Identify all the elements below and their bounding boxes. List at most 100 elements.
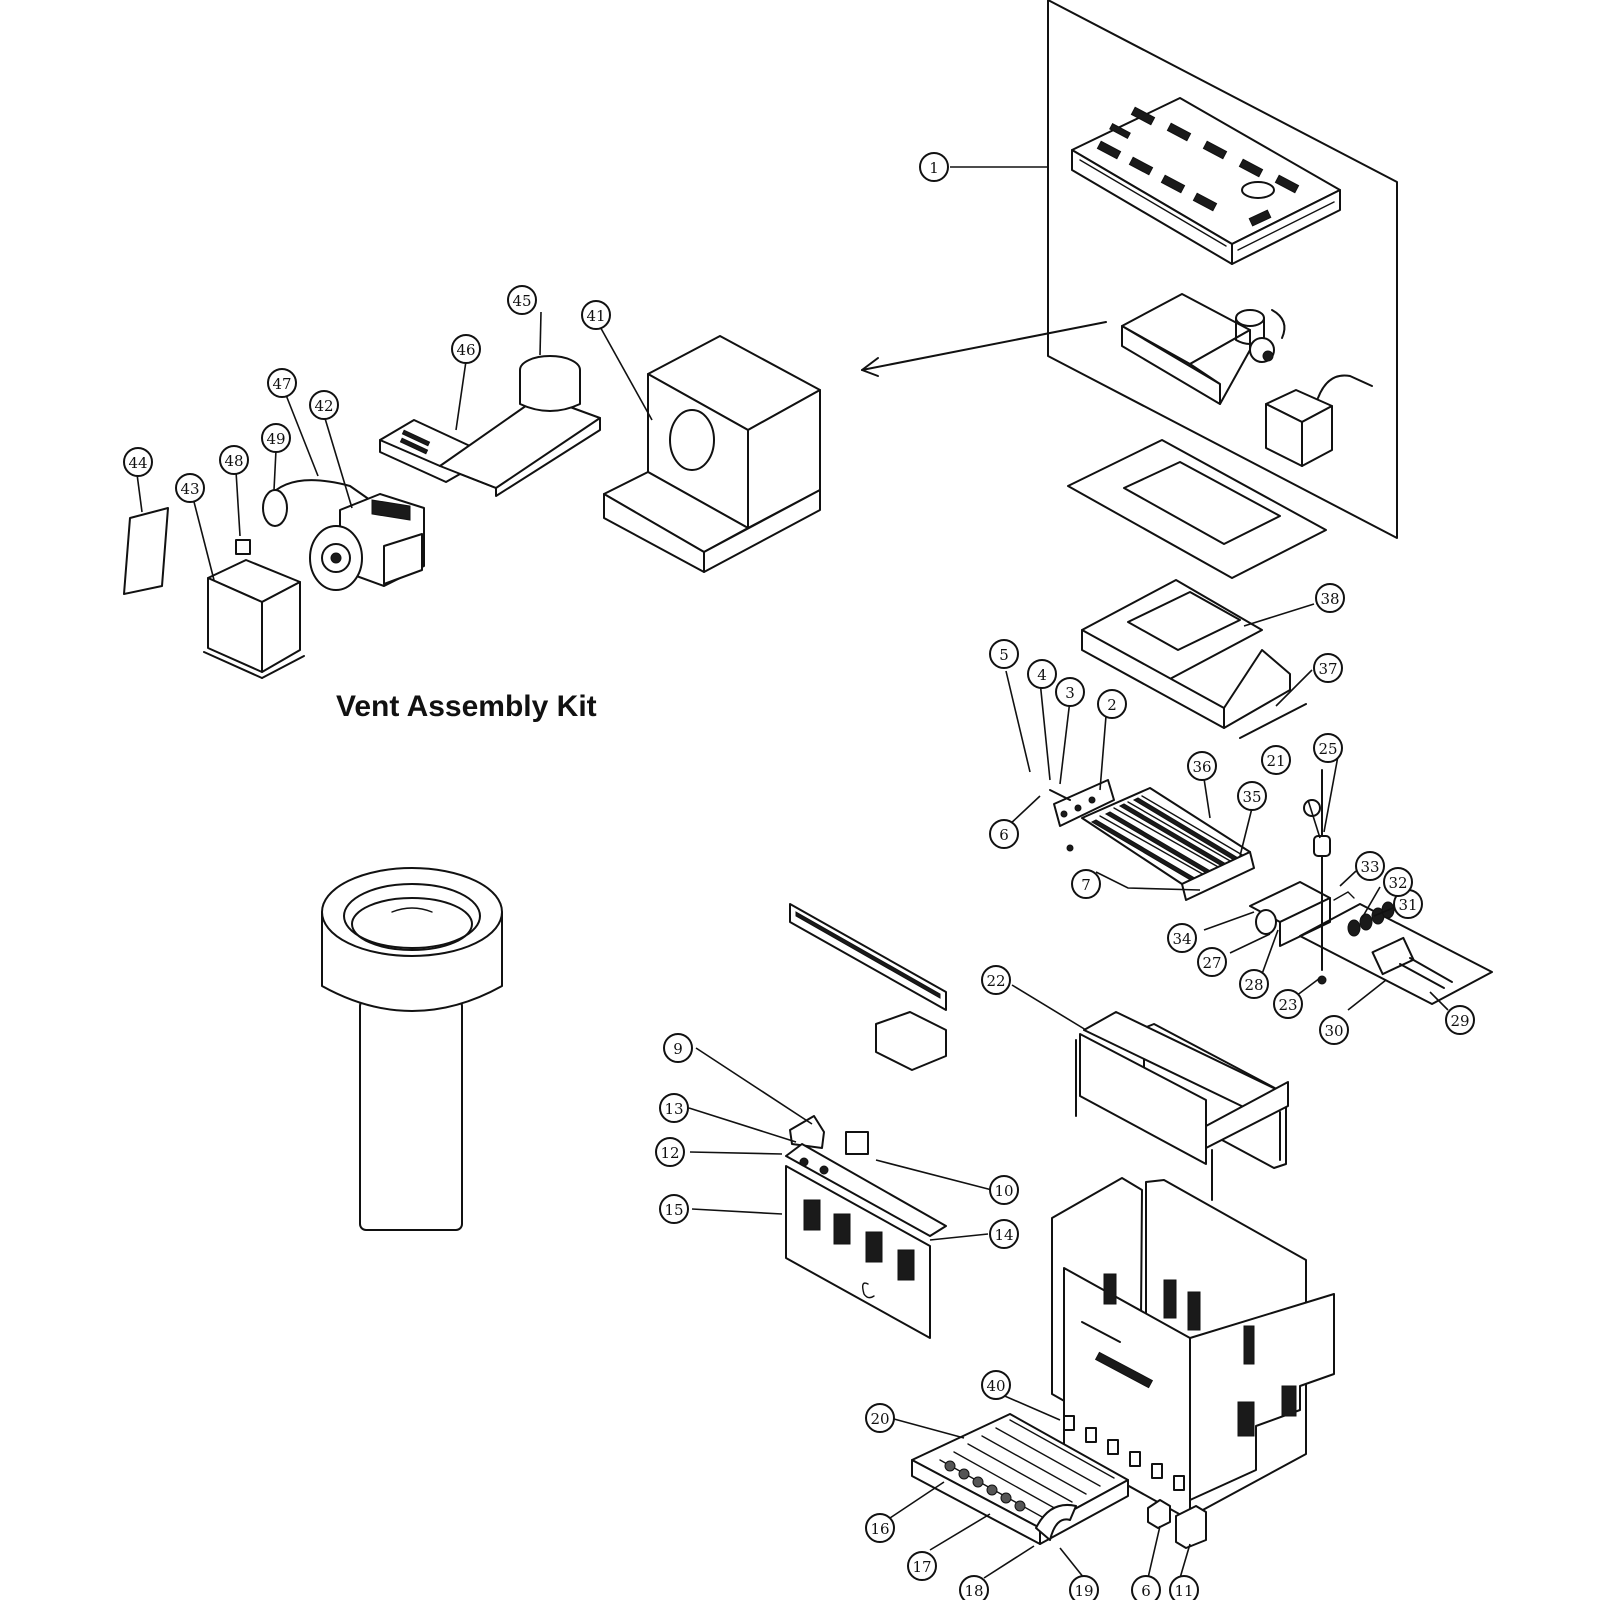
callout-access-cover: 44: [123, 447, 153, 477]
callout-vent-collar: 45: [507, 285, 537, 315]
callout-circle: [659, 1194, 689, 1224]
callout-flange-bolt: 29: [1445, 1005, 1475, 1035]
callout-burner-tube: 20: [865, 1403, 895, 1433]
relay-drawing: [235, 539, 251, 555]
callout-number: 21: [1266, 752, 1285, 770]
callout-circle: [1027, 659, 1057, 689]
callout-circle: [865, 1513, 895, 1543]
callout-circle: [663, 1033, 693, 1063]
callout-vent-hood: 41: [581, 300, 611, 330]
callout-circle: [907, 1551, 937, 1581]
callout-circle: [1315, 583, 1345, 613]
callout-number: 32: [1388, 874, 1407, 892]
callout-circle: [1261, 745, 1291, 775]
callout-top-cover-assembly: 1: [919, 152, 949, 182]
callout-circle: [123, 447, 153, 477]
callout-header-bolt: 7: [1071, 869, 1101, 899]
callout-number: 6: [1141, 1582, 1151, 1600]
callout-circle: [1131, 1575, 1161, 1600]
callout-burner-orifice-bracket: 6: [1131, 1575, 1161, 1600]
callout-vent-box: 43: [175, 473, 205, 503]
callout-manifold-bracket: 2: [1097, 689, 1127, 719]
callout-number: 47: [272, 375, 291, 393]
callout-number: 28: [1244, 976, 1263, 994]
callout-circle: [959, 1575, 989, 1600]
callout-number: 31: [1398, 896, 1417, 914]
callout-circle: [1097, 689, 1127, 719]
callout-number: 23: [1278, 996, 1297, 1014]
callout-circle: [175, 473, 205, 503]
callout-control-panel-trim: 14: [989, 1219, 1019, 1249]
callout-baffle: 37: [1313, 653, 1343, 683]
callout-burner: 17: [907, 1551, 937, 1581]
callout-circle: [219, 445, 249, 475]
callout-number: 6: [999, 826, 1009, 844]
callout-manifold-screw: 5: [989, 639, 1019, 669]
vent-assembly-kit-group: Vent Assembly Kit: [123, 335, 821, 723]
flue-collector-drawing: [1081, 579, 1307, 739]
callout-circle: [989, 1175, 1019, 1205]
callout-bypass-valve: 28: [1239, 969, 1269, 999]
callout-circle: [309, 390, 339, 420]
callout-thermostat-well: 27: [1197, 947, 1227, 977]
callout-number: 45: [512, 292, 531, 310]
callout-circle: [919, 152, 949, 182]
callout-number: 46: [456, 341, 475, 359]
callout-number: 19: [1074, 1582, 1093, 1600]
callout-circle: [1169, 1575, 1199, 1600]
callout-front-access-panel: 15: [659, 1194, 689, 1224]
callout-circle: [655, 1137, 685, 1167]
callout-number: 2: [1107, 696, 1117, 714]
callout-circle: [989, 819, 1019, 849]
callout-flange-gasket: 30: [1319, 1015, 1349, 1045]
callout-number: 49: [266, 430, 285, 448]
callout-number: 18: [964, 1582, 983, 1600]
access-cover-drawing: [123, 507, 169, 595]
callout-switch: 13: [659, 1093, 689, 1123]
vent-hood-drawing: [603, 335, 821, 573]
callout-number: 40: [986, 1377, 1005, 1395]
callout-thermal-cutoff: 21: [1261, 745, 1291, 775]
vent-box-drawing: [203, 559, 305, 679]
callout-o-ring: 32: [1383, 867, 1413, 897]
blower-motor-drawing: [262, 479, 425, 591]
callout-circle: [1167, 923, 1197, 953]
callout-number: 35: [1242, 788, 1261, 806]
callout-manifold-fitting: 3: [1055, 677, 1085, 707]
callout-number: 14: [994, 1226, 1013, 1244]
callout-gas-valve: 11: [1169, 1575, 1199, 1600]
callout-circle: [1313, 733, 1343, 763]
callout-number: 9: [673, 1040, 683, 1058]
callout-flue-collector: 38: [1315, 583, 1345, 613]
callout-number: 13: [664, 1100, 683, 1118]
callout-pilot-bracket: 18: [959, 1575, 989, 1600]
callout-circle: [581, 300, 611, 330]
callout-vent-hose: 47: [267, 368, 297, 398]
heat-exchanger-drawing: [1049, 769, 1493, 1005]
callout-number: 30: [1324, 1022, 1343, 1040]
callout-transformer: 10: [989, 1175, 1019, 1205]
callout-relay: 48: [219, 445, 249, 475]
callout-number: 38: [1320, 590, 1339, 608]
combustion-chamber-drawing: [1075, 1011, 1289, 1201]
callout-number: 5: [999, 646, 1009, 664]
callout-pipe-flange: 31: [1393, 889, 1423, 919]
callout-control-bracket: 9: [663, 1033, 693, 1063]
callout-circle: [1071, 869, 1101, 899]
top-cover-drawing: [1071, 97, 1341, 265]
callout-pressure-tube: 49: [261, 423, 291, 453]
control-panel-drawing: [785, 903, 947, 1339]
callout-number: 17: [912, 1558, 931, 1576]
callout-pressure-switch: 25: [1313, 733, 1343, 763]
callout-circle: [1069, 1575, 1099, 1600]
callout-manifold-pin: 4: [1027, 659, 1057, 689]
callout-inlet-outlet-header: 34: [1167, 923, 1197, 953]
top-assembly-group: [861, 0, 1398, 579]
heater-cabinet-drawing: [1051, 1177, 1335, 1521]
callout-number: 3: [1065, 684, 1075, 702]
callout-burner-tray-support: 19: [1069, 1575, 1099, 1600]
callout-circle: [981, 965, 1011, 995]
callout-number: 34: [1172, 930, 1191, 948]
callout-circle: [507, 285, 537, 315]
callout-number: 29: [1450, 1012, 1469, 1030]
